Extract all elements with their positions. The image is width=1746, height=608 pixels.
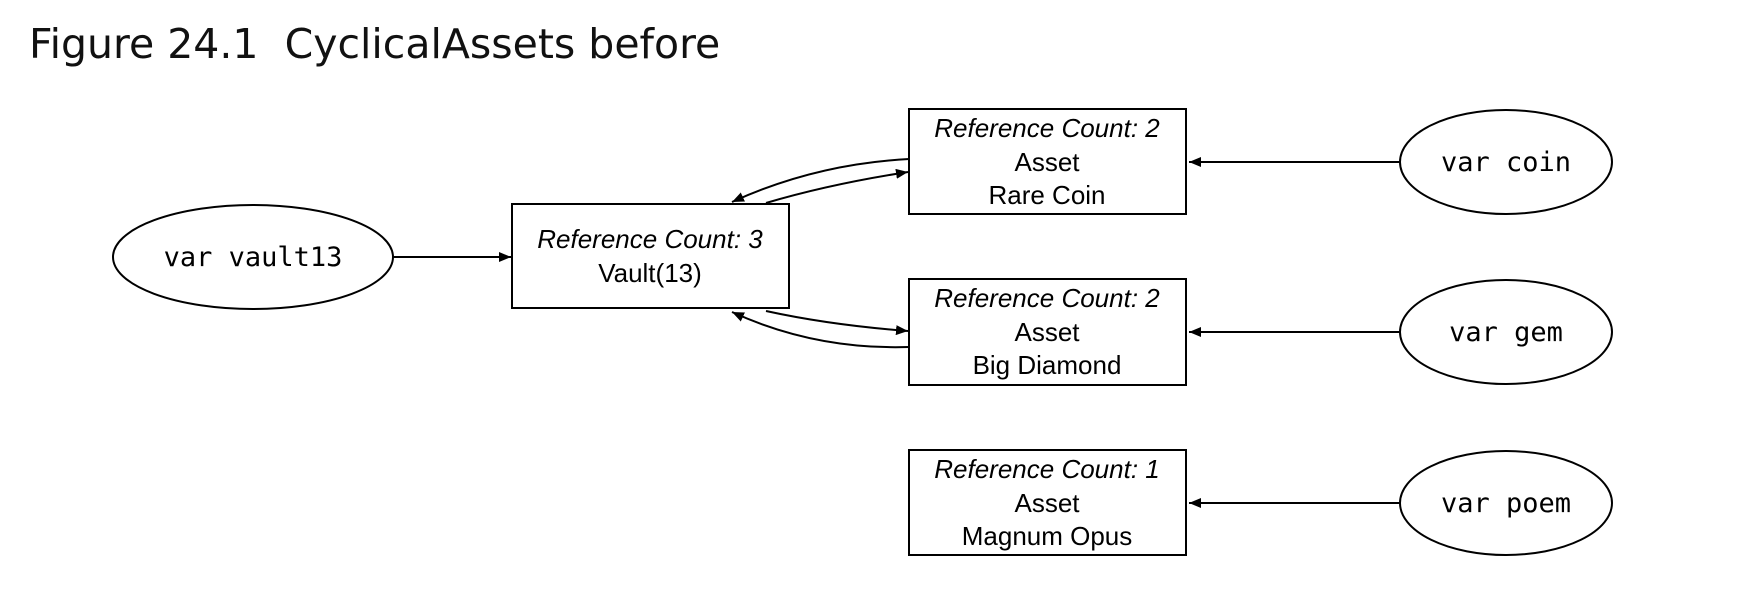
edge-vault-to-gem xyxy=(765,310,909,336)
object-poem-ref-count: Reference Count: 1 xyxy=(934,454,1159,484)
variable-vault13-label: var vault13 xyxy=(164,242,343,273)
variable-gem: var gem xyxy=(1399,279,1613,385)
object-coin-name: Rare Coin xyxy=(988,180,1105,210)
variable-poem-label: var poem xyxy=(1441,488,1571,519)
variable-gem-shape xyxy=(1399,279,1613,385)
object-coin-type: Asset xyxy=(1014,147,1080,177)
object-coin-box xyxy=(908,108,1187,215)
object-vault-ref-count: Reference Count: 3 xyxy=(537,224,763,254)
edge-vault-to-coin xyxy=(765,168,909,204)
object-coin: Reference Count: 2 Asset Rare Coin xyxy=(908,108,1187,215)
object-gem-type: Asset xyxy=(1014,317,1080,347)
figure-title: Figure 24.1 CyclicalAssets before xyxy=(29,20,721,68)
variable-vault13-shape xyxy=(112,204,394,310)
variable-gem-label: var gem xyxy=(1449,317,1563,348)
edge-coin-to-vault xyxy=(731,158,910,203)
object-gem-name: Big Diamond xyxy=(973,350,1122,380)
object-poem-box xyxy=(908,449,1187,556)
object-gem-ref-count: Reference Count: 2 xyxy=(934,283,1160,313)
variable-coin-label: var coin xyxy=(1441,147,1571,178)
object-gem-box xyxy=(908,278,1187,386)
object-poem-name: Magnum Opus xyxy=(962,521,1133,551)
variable-coin-shape xyxy=(1399,109,1613,215)
object-gem: Reference Count: 2 Asset Big Diamond xyxy=(908,278,1187,386)
object-vault-name: Vault(13) xyxy=(598,258,702,288)
variable-poem: var poem xyxy=(1399,450,1613,556)
object-vault-box xyxy=(511,203,790,309)
object-vault: Reference Count: 3 Vault(13) xyxy=(511,203,790,309)
edges xyxy=(393,157,1401,508)
edge-gem-to-vault xyxy=(731,311,910,349)
object-poem: Reference Count: 1 Asset Magnum Opus xyxy=(908,449,1187,556)
variable-vault13: var vault13 xyxy=(112,204,394,310)
object-poem-type: Asset xyxy=(1014,488,1080,518)
variable-coin: var coin xyxy=(1399,109,1613,215)
variable-poem-shape xyxy=(1399,450,1613,556)
object-coin-ref-count: Reference Count: 2 xyxy=(934,113,1160,143)
